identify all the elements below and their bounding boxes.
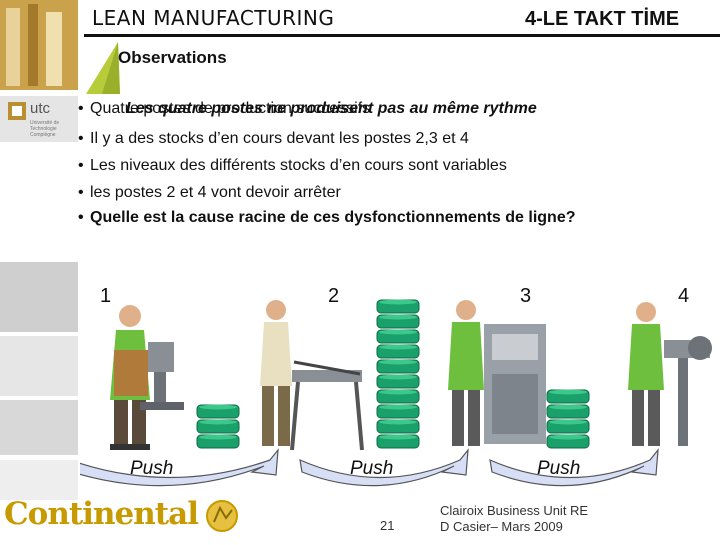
push-label-2: Push (350, 458, 394, 479)
station-4-machine (664, 336, 712, 446)
station-4-worker (628, 302, 664, 446)
push-label-1: Push (130, 458, 174, 479)
push-arrow-1 (80, 448, 279, 487)
footer-credits: Clairoix Business Unit RE D Casier– Mars… (440, 503, 588, 535)
stock-before-station-2 (196, 404, 240, 449)
station-number-3: 3 (520, 285, 532, 307)
bullet-text: Quatre postes de production successifs (90, 100, 371, 117)
stock-drum-top (379, 314, 417, 320)
stock-drum-top (549, 419, 587, 425)
stock-before-station-4 (546, 389, 590, 449)
stock-drum-top (379, 404, 417, 410)
station-1-worker (110, 305, 150, 450)
stock-drum-top (549, 434, 587, 440)
utc-logo-graphic (8, 102, 26, 120)
push-label-3: Push (537, 458, 581, 479)
list-item: • Les niveaux des différents stocks d’en … (78, 157, 507, 175)
utc-logo-subtext: Université de Technologie Compiègne (30, 120, 60, 138)
header-rule (84, 34, 720, 37)
station-number-2: 2 (328, 285, 340, 307)
page-header-title: LEAN MANUFACTURING (92, 6, 335, 30)
strip-graphics (0, 0, 78, 500)
stock-drum-top (199, 434, 237, 440)
stock-drum-top (379, 359, 417, 365)
continental-logo-graphic (206, 500, 238, 532)
bullet-dot: • (78, 130, 84, 147)
push-arrow-3 (489, 448, 659, 487)
bullet-text: Il y a des stocks d’en cours devant les … (90, 130, 469, 147)
list-item: • Il y a des stocks d’en cours devant les… (78, 130, 469, 148)
production-line-illustration (80, 299, 712, 487)
bullet-dot: • (78, 100, 84, 117)
overlay-animated-text: Les quatre postes ne produisent pas au m… (126, 100, 537, 117)
station-1-machine (140, 342, 184, 410)
stock-drum-top (549, 389, 587, 395)
list-item: • Quelle est la cause racine de ces dysfo… (78, 209, 576, 227)
stock-before-station-3 (376, 299, 420, 449)
bullet-text: Les niveaux des différents stocks d’en c… (90, 157, 507, 174)
station-number-1: 1 (100, 285, 112, 307)
bullet-dot: • (78, 157, 84, 174)
stock-drum-top (379, 434, 417, 440)
continental-logo-text: Continental (4, 496, 199, 532)
stock-drum-top (549, 404, 587, 410)
footer-unit: Clairoix Business Unit RE (440, 503, 589, 518)
utc-logo: utc Université de Technologie Compiègne (8, 100, 70, 140)
continental-logo: Continental (0, 496, 240, 540)
bullet-text: les postes 2 et 4 vont devoir arrêter (90, 184, 341, 201)
station-2-worker (260, 300, 292, 446)
station-2-machine (290, 360, 364, 451)
station-3-worker (448, 300, 484, 446)
stock-drum-top (379, 374, 417, 380)
list-item: •Quatre postes de production successifs … (78, 100, 537, 118)
stock-drum-top (379, 329, 417, 335)
section-title: 4-LE TAKT TİME (525, 8, 680, 30)
list-item: • les postes 2 et 4 vont devoir arrêter (78, 184, 341, 202)
stock-drum-top (379, 419, 417, 425)
utc-logo-text: utc (30, 100, 51, 117)
station-number-4: 4 (678, 285, 690, 307)
stock-drum-top (379, 344, 417, 350)
bullet-dot: • (78, 184, 84, 201)
station-3-machine (484, 324, 546, 444)
stock-drum-top (199, 404, 237, 410)
left-decorative-strip (0, 0, 78, 540)
title-wedge-decoration (86, 42, 120, 94)
stock-drum-top (379, 389, 417, 395)
push-arrow-2 (299, 448, 469, 487)
bullet-text: Quelle est la cause racine de ces dysfon… (90, 209, 576, 226)
footer-author: D Casier– Mars 2009 (440, 519, 563, 534)
bullet-dot: • (78, 209, 84, 226)
stock-drum-top (379, 299, 417, 305)
observations-title: Observations (118, 48, 227, 67)
page-number: 21 (380, 518, 395, 533)
stock-drum-top (199, 419, 237, 425)
